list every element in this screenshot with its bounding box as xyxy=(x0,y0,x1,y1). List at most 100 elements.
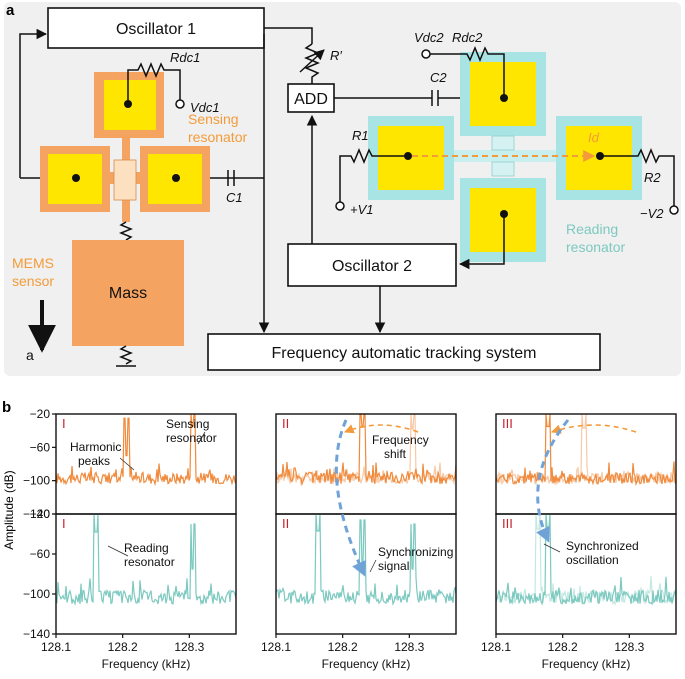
synchronized-oscillation-label-2: oscillation xyxy=(566,553,619,567)
y-tick-label: −100 xyxy=(23,474,50,488)
roman-label-top-II: II xyxy=(282,416,289,431)
vdc1-terminal xyxy=(175,99,185,109)
y-axis-label: Amplitude (dB) xyxy=(2,470,16,549)
feedback-wire xyxy=(19,28,48,178)
variable-resistor-arrow xyxy=(299,49,325,73)
add-label: ADD xyxy=(294,91,328,108)
trace-top-II xyxy=(275,413,457,487)
y-tick-label: −140 xyxy=(23,507,50,521)
trace-top-III xyxy=(495,413,677,487)
tracking-system-box xyxy=(207,333,601,371)
oscillator-2-box xyxy=(287,243,457,287)
x-tick-label: 128.2 xyxy=(328,640,358,654)
synchronizing-signal-label-1: Synchronizing xyxy=(378,545,453,559)
reading-resonator-anno-2: resonator xyxy=(124,555,175,569)
rdc2-label: Rdc2 xyxy=(452,30,483,45)
r-prime-label: R′ xyxy=(330,48,342,63)
trace-top-I xyxy=(55,413,237,487)
reading-resonator-label-2: resonator xyxy=(566,239,625,255)
reading-resonator-label-1: Reading xyxy=(566,221,618,237)
sensing-resonator-anno-2: resonator xyxy=(166,431,217,445)
frequency-shift-arc-II xyxy=(344,424,419,434)
reading-resonator-pointer xyxy=(107,545,129,557)
y-tick-label: −100 xyxy=(23,587,50,601)
y-tick-label: −20 xyxy=(30,507,51,521)
synchronizing-arrow-II xyxy=(334,419,366,577)
acceleration-label: a xyxy=(26,347,34,363)
r1-resistor xyxy=(339,148,408,202)
oscillator-2-label: Oscillator 2 xyxy=(332,258,412,275)
trace-bottom-II xyxy=(275,513,457,606)
synchronized-oscillation-label-1: Synchronized xyxy=(566,539,639,553)
roman-label-top-I: I xyxy=(62,416,66,431)
sensing-right-node xyxy=(172,174,180,182)
synchronizing-arrow-III xyxy=(536,419,570,543)
reading-resonator-anno-1: Reading xyxy=(124,541,169,555)
faded-trace-top-III xyxy=(495,413,677,486)
frequency-shift-label-1: Frequency xyxy=(372,433,429,447)
x-tick-label: 128.2 xyxy=(548,640,578,654)
frequency-shift-label-2: shift xyxy=(384,447,407,461)
oscillator-1-label: Oscillator 1 xyxy=(116,21,196,38)
panel-b-label: b xyxy=(2,399,11,416)
roman-label-top-III: III xyxy=(502,416,513,431)
r2-resistor xyxy=(600,148,675,206)
x-tick-label: 128.2 xyxy=(108,640,138,654)
reading-resonator xyxy=(368,52,642,262)
mems-sensor-label-2: sensor xyxy=(12,273,54,289)
y-tick-label: −140 xyxy=(23,627,50,641)
reading-to-osc2-wire xyxy=(458,214,505,270)
harmonic-peaks-pointer xyxy=(119,457,135,471)
rdc1-resistor xyxy=(127,62,181,104)
x-tick-label: 128.3 xyxy=(174,640,204,654)
y-tick-label: −60 xyxy=(30,440,51,454)
mass-label: Mass xyxy=(109,285,147,302)
ground-spring xyxy=(116,345,136,367)
synchronized-oscillation-pointer xyxy=(543,543,561,553)
frequency-shift-arc-III xyxy=(551,424,637,434)
y-tick-label: −20 xyxy=(30,407,51,421)
c2-label: C2 xyxy=(430,70,447,85)
harmonic-peaks-label-2: peaks xyxy=(78,454,110,468)
plot-frame-bottom-I xyxy=(55,513,237,635)
x-tick-label: 128.3 xyxy=(614,640,644,654)
vdc2-label: Vdc2 xyxy=(414,30,444,45)
x-tick-label: 128.1 xyxy=(261,640,291,654)
mass-block xyxy=(72,240,184,346)
vdc2-terminal xyxy=(421,49,431,59)
roman-label-bottom-II: II xyxy=(282,516,289,531)
x-tick-label: 128.1 xyxy=(481,640,511,654)
plot-frame-bottom-II xyxy=(275,513,457,635)
id-label: Id xyxy=(588,130,600,145)
x-axis-label: Frequency (kHz) xyxy=(102,657,191,671)
panel-a-label: a xyxy=(6,2,15,19)
sensing-resonator-label-2: resonator xyxy=(188,129,247,145)
sensing-left-node xyxy=(72,174,80,182)
sensing-resonator-anno-1: Sensing xyxy=(166,417,209,431)
x-axis-label: Frequency (kHz) xyxy=(322,657,411,671)
x-tick-label: 128.3 xyxy=(394,640,424,654)
plot-frame-bottom-III xyxy=(495,513,677,635)
tracking-system-label: Frequency automatic tracking system xyxy=(272,345,537,362)
r1-label: R1 xyxy=(352,128,369,143)
rdc2-resistor xyxy=(430,46,505,98)
v2-terminal xyxy=(669,205,679,215)
x-tick-label: 128.1 xyxy=(41,640,71,654)
trace-bottom-III xyxy=(495,513,677,606)
roman-label-bottom-III: III xyxy=(502,516,513,531)
synchronizing-signal-label-2: signal xyxy=(378,559,409,573)
roman-label-bottom-I: I xyxy=(62,516,66,531)
v2-label: −V2 xyxy=(640,206,664,221)
osc1-to-resistor-wire xyxy=(264,27,313,44)
v1-terminal xyxy=(335,201,345,211)
x-axis-label: Frequency (kHz) xyxy=(542,657,631,671)
harmonic-peaks-label-1: Harmonic xyxy=(70,440,121,454)
sensing-resonator-label-1: Sensing xyxy=(188,111,239,127)
vdc1-label: Vdc1 xyxy=(190,100,220,115)
mass-spring xyxy=(118,221,134,241)
rdc1-label: Rdc1 xyxy=(170,50,200,65)
r2-label: R2 xyxy=(644,170,661,185)
y-tick-label: −60 xyxy=(30,547,51,561)
